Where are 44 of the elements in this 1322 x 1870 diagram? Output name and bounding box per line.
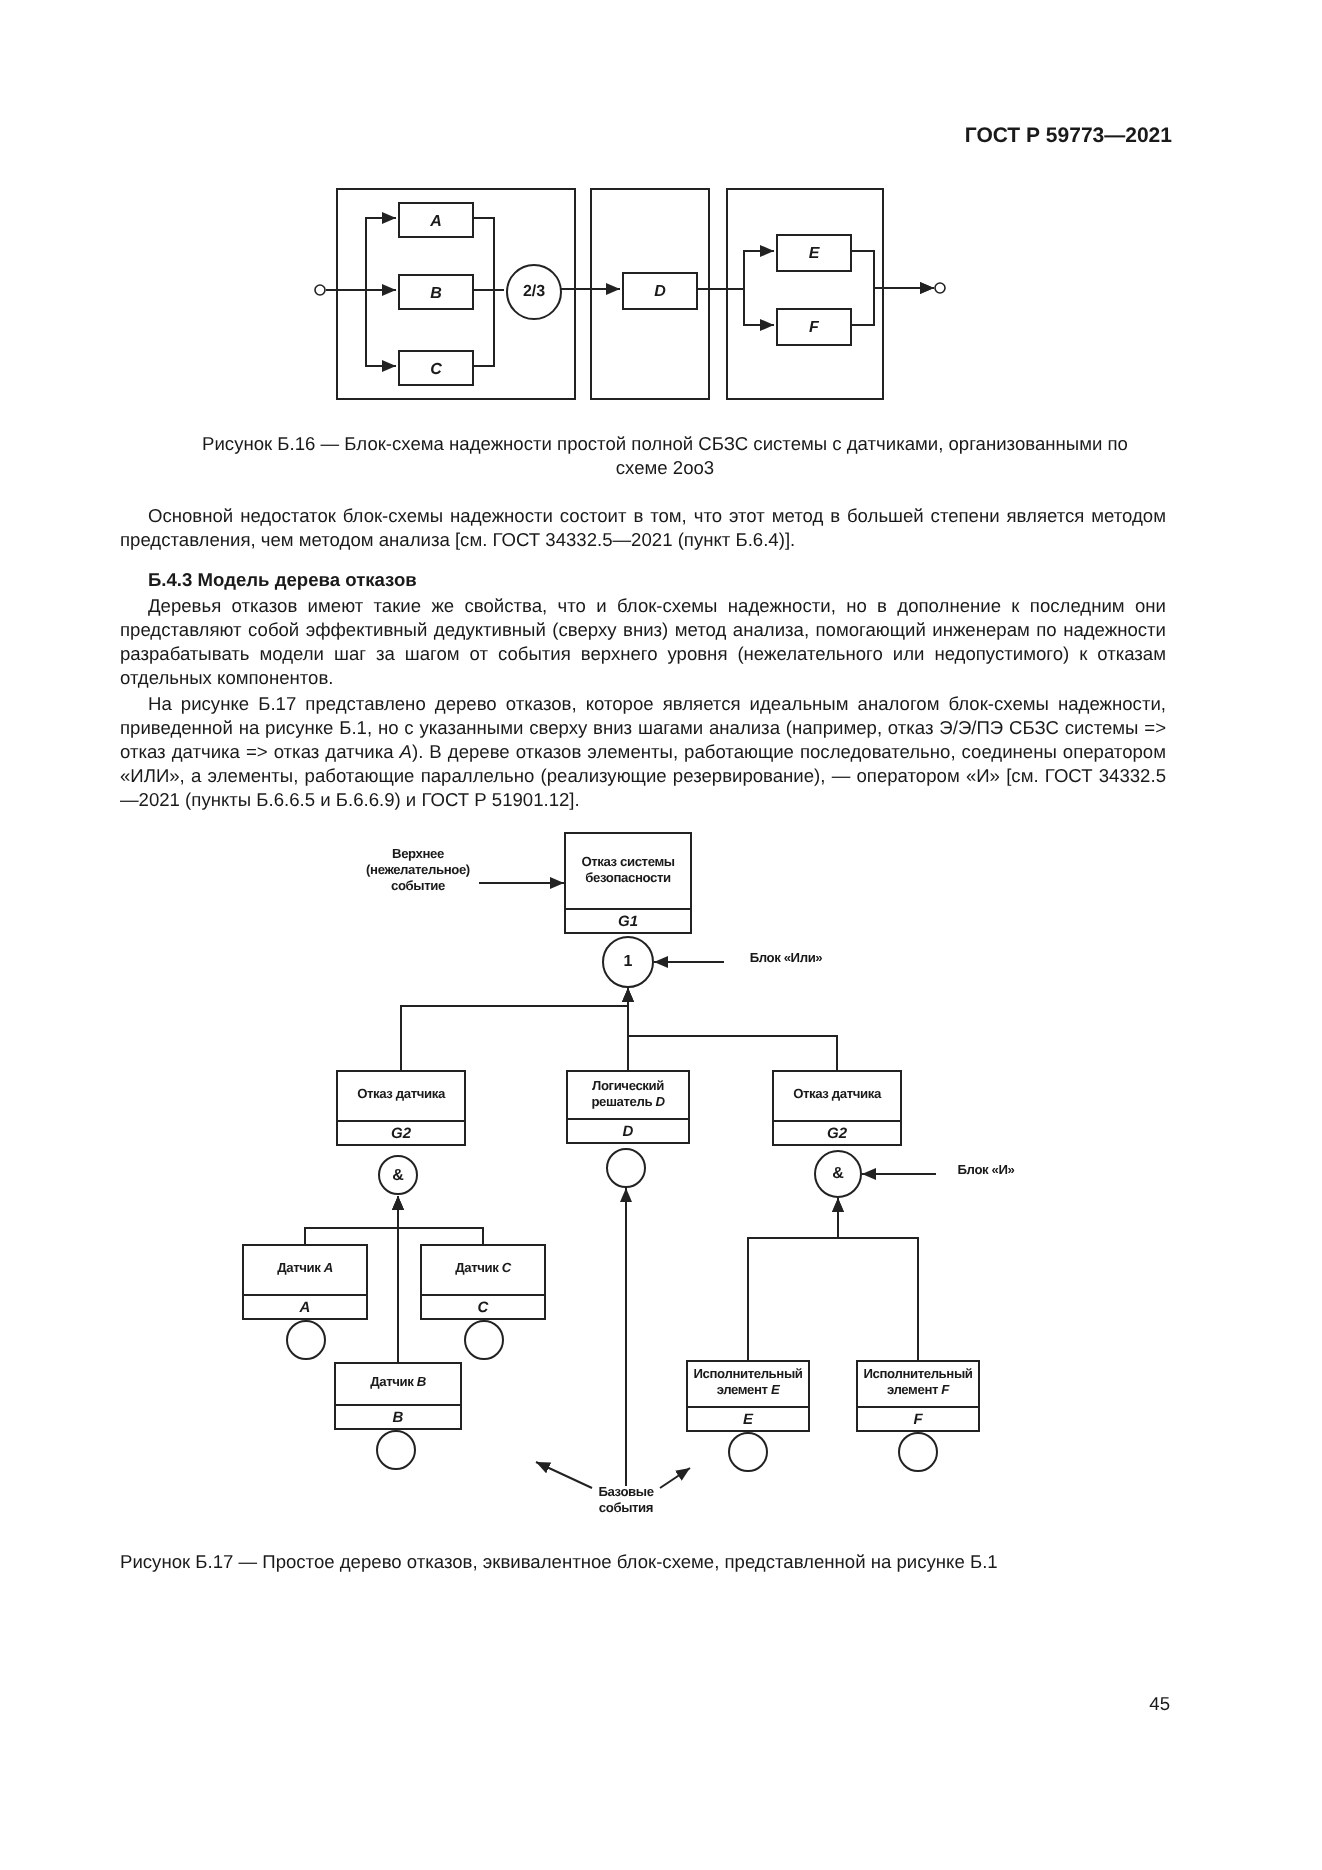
arrow xyxy=(620,1187,632,1487)
block-label: F xyxy=(776,308,852,346)
arrow xyxy=(392,1195,404,1363)
event-box xyxy=(242,1244,368,1320)
event-box xyxy=(336,1070,466,1146)
gate-label: 2/3 xyxy=(520,282,548,302)
block-label: B xyxy=(398,274,474,310)
group-frame xyxy=(336,188,576,400)
event-box xyxy=(334,1362,462,1430)
event-box xyxy=(420,1244,546,1320)
page-number: 45 xyxy=(1147,1692,1170,1716)
gate-label: & xyxy=(390,1165,406,1185)
body-paragraph: На рисунке Б.17 представлено дерево отказов, которое является идеальным аналогом блок-схемы надежности, приведенной на рисунке Б.1, но с указанными сверху вниз шагами анализа (например, отказ Э/Э/ПЭ СБЗС системы => отказ датчика => отказ датчика A). В дереве отказов элементы, работающие последовательно, соединены оператором «ИЛИ», а элементы, работающие параллельно (реализующие резервирование), — оператором «И» [см. ГОСТ 34332.5—2021 (пункты Б.6.6.5 и Б.6.6.9) и ГОСТ Р 51901.12]. xyxy=(120,692,1166,812)
figure-caption: Рисунок Б.16 — Блок-схема надежности простой полной СБЗС системы с датчиками, организованными по схеме 2oo3 xyxy=(200,432,1130,480)
group-frame xyxy=(590,188,710,400)
document-header: ГОСТ Р 59773—2021 xyxy=(962,124,1172,148)
block-label: E xyxy=(776,234,852,272)
leader-arrow xyxy=(535,1461,593,1489)
arrow xyxy=(325,289,397,372)
event-box xyxy=(566,1070,690,1144)
section-heading: Б.4.3 Модель дерева отказов xyxy=(146,568,419,592)
arrow xyxy=(861,1168,937,1180)
body-paragraph: Деревья отказов имеют такие же свойства, что и блок-схемы надежности, но в дополнение к последним они представляют собой эффективный дедуктивный (сверху вниз) метод анализа, помогающий инженерам по надежности разрабатывать модели шаг за шагом от события верхнего уровня (нежелательного или недопустимого) к отказам отдельных компонентов. xyxy=(120,594,1166,690)
event-box xyxy=(686,1360,810,1432)
arrow xyxy=(832,1197,919,1361)
event-box xyxy=(564,832,692,934)
figure-caption: Рисунок Б.17 — Простое дерево отказов, эквивалентное блок-схеме, представленной на рисунке Б.1 xyxy=(120,1550,1000,1574)
block-label: C xyxy=(398,350,474,386)
body-paragraph: Основной недостаток блок-схемы надежности состоит в том, что этот метод в большей степени является методом представления, чем методом анализа [см. ГОСТ 34332.5—2021 (пункт Б.6.4)]. xyxy=(120,504,1166,552)
event-box xyxy=(856,1360,980,1432)
leader-arrow xyxy=(659,1467,691,1489)
arrow xyxy=(653,956,725,968)
connector-line xyxy=(471,289,505,367)
arrow xyxy=(559,283,621,295)
arrow xyxy=(479,877,565,889)
gate-label: & xyxy=(830,1164,846,1184)
arrow xyxy=(622,987,838,1071)
block-label: D xyxy=(622,272,698,310)
event-box xyxy=(772,1070,902,1146)
block-label: A xyxy=(398,202,474,238)
arrow xyxy=(849,282,935,326)
gate-label: 1 xyxy=(621,952,635,972)
arrow xyxy=(695,288,775,331)
group-frame xyxy=(726,188,884,400)
